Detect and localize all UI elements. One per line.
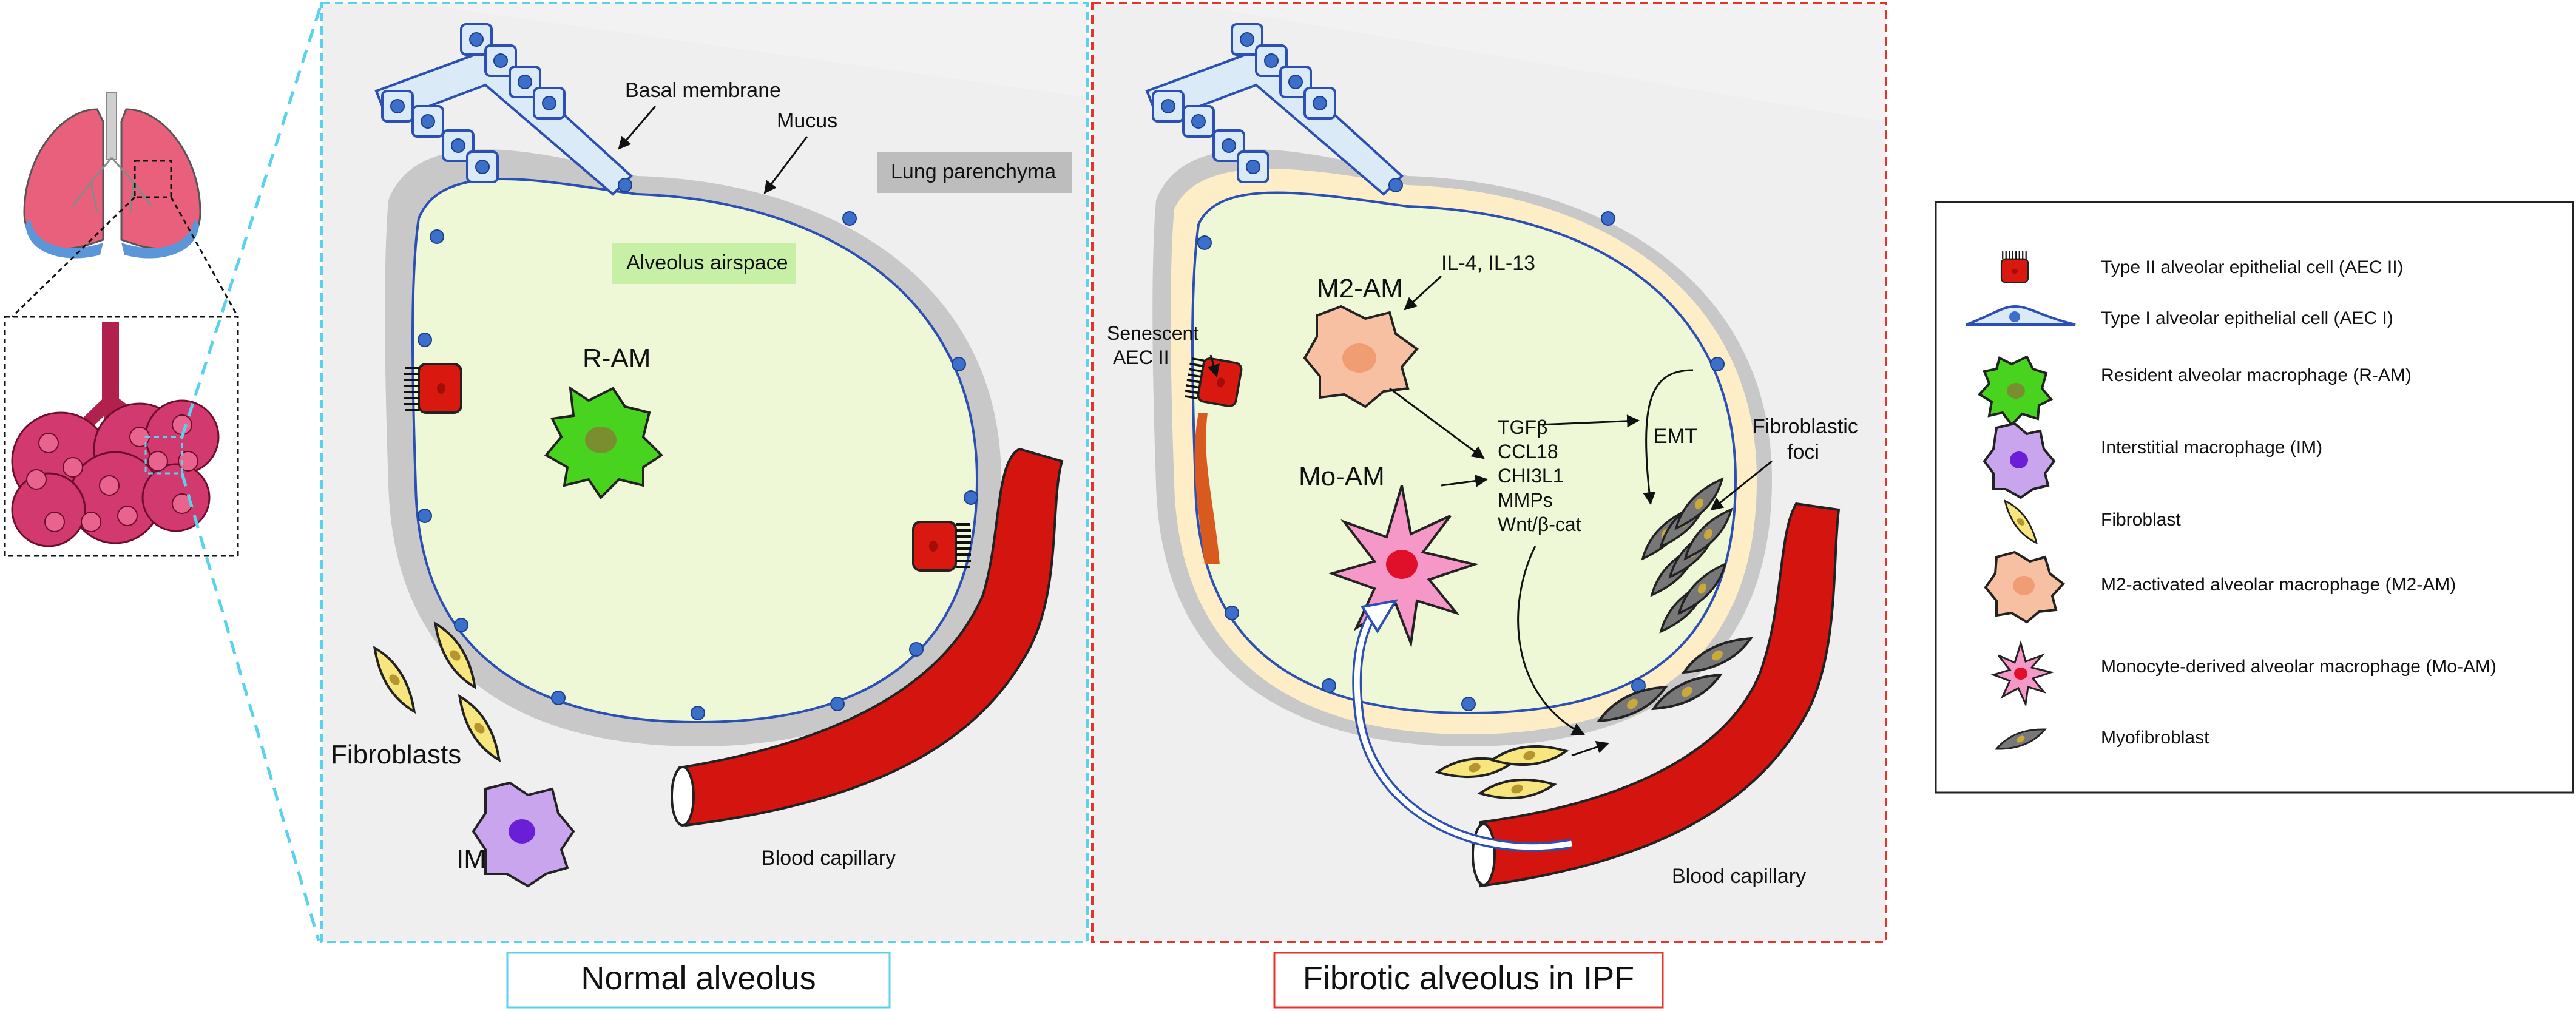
label-r-am: R-AM xyxy=(583,343,651,373)
label-mediator-2: CHI3L1 xyxy=(1498,465,1564,487)
legend-icon-moam xyxy=(1990,640,2055,708)
label-fibroblastic-line2: foci xyxy=(1787,441,1819,464)
label-fibroblasts: Fibroblasts xyxy=(331,740,461,769)
legend-icon-ram xyxy=(1977,355,2054,427)
legend-icon-aec1 xyxy=(1966,305,2076,326)
label-lung-parenchyma: Lung parenchyma xyxy=(891,160,1056,183)
lung-zoom-box xyxy=(134,160,172,198)
label-fibroblastic-line1: Fibroblastic xyxy=(1753,415,1858,438)
zoom-line-top xyxy=(180,2,323,438)
legend-icon-im xyxy=(1983,422,2056,499)
label-m2-am: M2-AM xyxy=(1317,274,1403,303)
lung-icon xyxy=(23,92,201,259)
legend-label-myofibroblast: Myofibroblast xyxy=(2101,728,2209,748)
legend-label-ram: Resident alveolar macrophage (R-AM) xyxy=(2101,365,2412,385)
interstitial-macrophage-cell xyxy=(472,781,575,888)
label-mediator-1: CCL18 xyxy=(1498,441,1558,462)
label-senescent-line2: AEC II xyxy=(1113,347,1169,368)
epithelial-cells-row xyxy=(381,23,566,183)
legend-box xyxy=(1935,201,2574,794)
label-basal-membrane: Basal membrane xyxy=(625,79,781,102)
label-mediator-0: TGFβ xyxy=(1498,416,1547,438)
caption-fibrotic-alveolus: Fibrotic alveolus in IPF xyxy=(1303,960,1634,996)
label-emt: EMT xyxy=(1654,425,1697,448)
label-senescent-line1: Senescent xyxy=(1107,322,1198,344)
alveolar-acini-icon xyxy=(11,322,220,547)
label-blood-capillary-fibrotic: Blood capillary xyxy=(1672,865,1806,888)
label-mucus: Mucus xyxy=(777,109,837,132)
legend-label-fibroblast: Fibroblast xyxy=(2101,510,2181,530)
label-mediator-3: MMPs xyxy=(1498,489,1553,511)
legend-label-moam: Monocyte-derived alveolar macrophage (Mo… xyxy=(2101,657,2497,677)
normal-caption-box xyxy=(506,952,891,1009)
label-mo-am: Mo-AM xyxy=(1299,462,1385,492)
caption-normal-alveolus: Normal alveolus xyxy=(581,960,816,996)
legend-icon-m2 xyxy=(1984,550,2065,624)
legend-label-im: Interstitial macrophage (IM) xyxy=(2101,438,2322,458)
fibrotic-caption-box xyxy=(1273,952,1664,1009)
legend-label-aec1: Type I alveolar epithelial cell (AEC I) xyxy=(2101,308,2393,328)
zoom-line-bottom xyxy=(180,473,320,941)
label-alveolus-airspace: Alveolus airspace xyxy=(626,251,788,274)
monocyte-macrophage-cell xyxy=(1328,485,1479,648)
fibrotic-alveolus: IL-4, IL-13 M2-AM Senescent AEC II TGFβ … xyxy=(1107,23,1858,888)
label-mediator-4: Wnt/β-cat xyxy=(1498,513,1581,535)
legend-label-aec2: Type II alveolar epithelial cell (AEC II… xyxy=(2101,257,2404,277)
normal-alveolus: Basal membrane Mucus Lung parenchyma Alv… xyxy=(331,23,1072,888)
label-im: IM xyxy=(456,844,486,874)
label-blood-capillary-normal: Blood capillary xyxy=(762,847,896,870)
blood-capillary-normal xyxy=(671,447,1064,827)
m2-macrophage-cell xyxy=(1303,305,1419,408)
resident-macrophage-cell xyxy=(544,385,664,500)
label-il4-il13: IL-4, IL-13 xyxy=(1441,252,1535,275)
legend-label-m2: M2-activated alveolar macrophage (M2-AM) xyxy=(2101,575,2456,595)
